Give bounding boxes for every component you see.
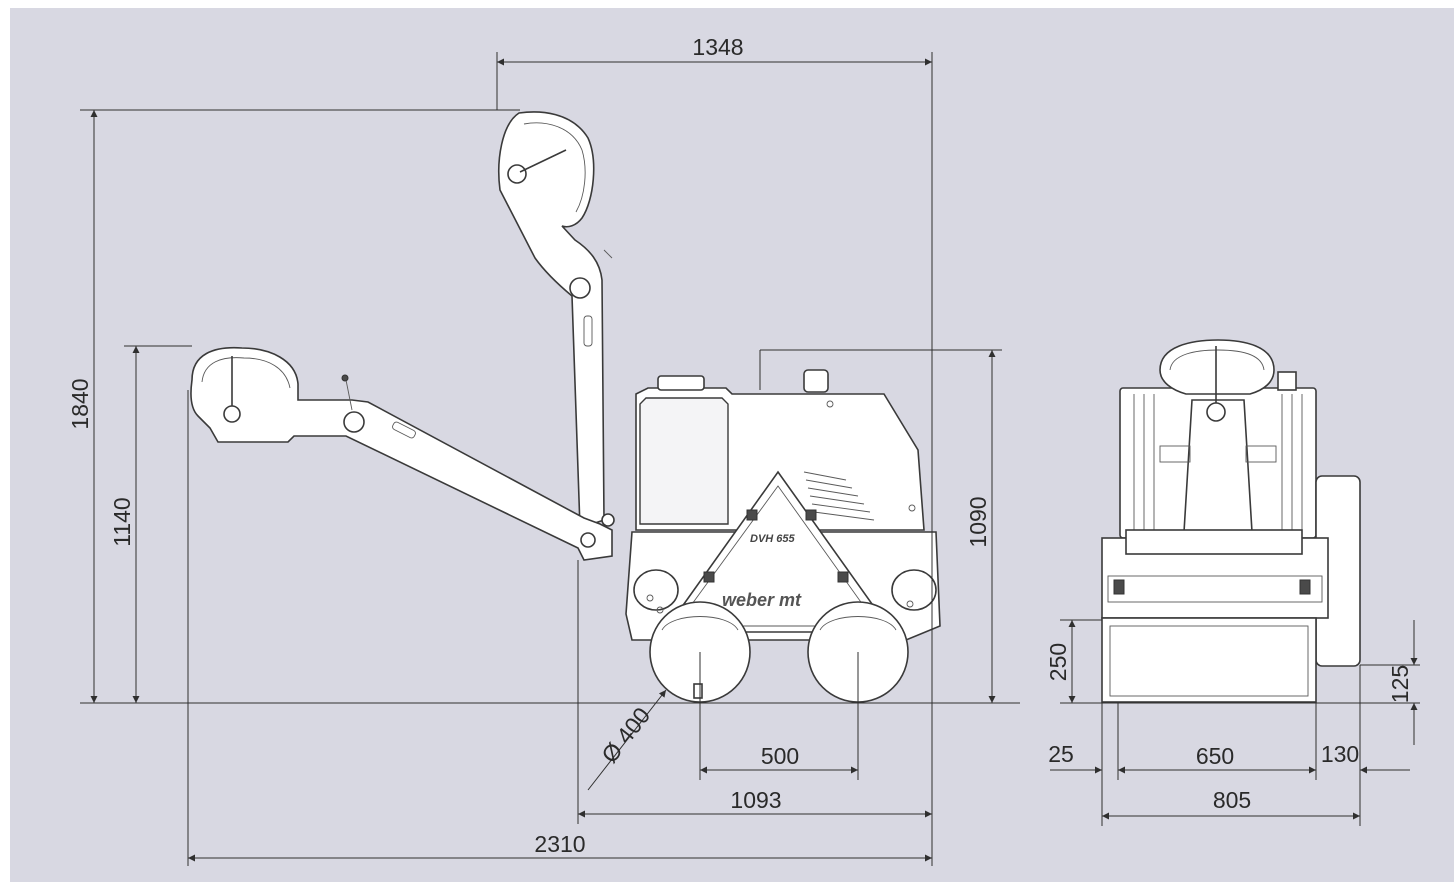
handle-pivot [507,164,527,184]
side-view-machine: DVH 655 weber mt [190,111,941,703]
dim-drum-width: 650 [1196,743,1234,769]
upright-handle [498,111,605,530]
dim-left-offset: 25 [1048,741,1074,767]
dim-right-offset: 130 [1321,741,1359,767]
dim-overall-length: 2310 [534,831,585,857]
dim-drum-height: 250 [1045,643,1071,681]
dimension-lines [80,52,1420,866]
dim-handle-height-folded: 1140 [109,497,135,546]
dim-overall-height: 1840 [67,378,93,429]
dim-side-clearance: 125 [1387,665,1413,703]
front-drum [1101,617,1317,703]
folded-handle [190,346,613,561]
dim-wheelbase: 500 [761,743,799,769]
brand-logo: weber mt [722,590,802,610]
front-handle-loop [1159,339,1275,395]
model-label: DVH 655 [750,533,796,545]
dim-overall-width: 805 [1213,787,1251,813]
dim-handle-width: 1348 [692,34,743,60]
front-view-machine [1101,339,1361,703]
dim-body-height: 1090 [965,496,991,547]
drum-frame [662,470,894,633]
dim-body-length: 1093 [730,787,781,813]
